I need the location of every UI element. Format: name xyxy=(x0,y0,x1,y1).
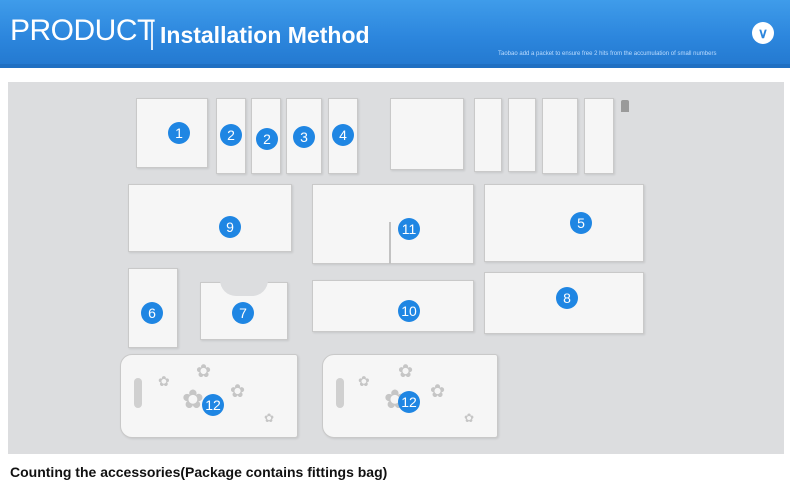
piece-blank-d xyxy=(584,98,614,174)
piece-12a-handle xyxy=(134,378,142,408)
piece-number-9: 9 xyxy=(219,216,241,238)
flower-icon: ✿ xyxy=(158,373,170,389)
piece-number-6: 6 xyxy=(141,302,163,324)
banner-divider xyxy=(151,20,153,50)
piece-blank-b xyxy=(508,98,536,172)
flower-icon: ✿ xyxy=(464,411,475,425)
piece-9 xyxy=(128,184,292,252)
piece-number-10: 10 xyxy=(398,300,420,322)
banner-subtitle: Installation Method xyxy=(160,22,370,48)
piece-number-1: 1 xyxy=(168,122,190,144)
flower-icon: ✿ xyxy=(182,384,204,414)
piece-number-12b: 12 xyxy=(398,391,420,413)
flower-icon: ✿ xyxy=(230,381,246,401)
screw-icon xyxy=(621,100,629,112)
piece-number-2b: 2 xyxy=(256,128,278,150)
flower-icon: ✿ xyxy=(264,411,275,425)
banner-note: Taobao add a packet to ensure free 2 hit… xyxy=(498,51,717,57)
piece-number-12a: 12 xyxy=(202,394,224,416)
piece-number-3: 3 xyxy=(293,126,315,148)
banner-stripe xyxy=(0,64,790,68)
banner-title: PRODUCT xyxy=(10,14,155,47)
piece-number-7: 7 xyxy=(232,302,254,324)
flower-icon: ✿ xyxy=(358,373,370,389)
piece-12b-handle xyxy=(336,378,344,408)
piece-blank-square xyxy=(390,98,464,170)
piece-11 xyxy=(312,184,474,264)
piece-blank-c xyxy=(542,98,578,174)
piece-number-4: 4 xyxy=(332,124,354,146)
piece-blank-a xyxy=(474,98,502,172)
piece-5 xyxy=(484,184,644,262)
piece-number-11: 11 xyxy=(398,218,420,240)
parts-board: ✿ ✿ ✿ ✿ ✿ ✿ ✿ ✿ ✿ ✿ 1 2 2 3 4 9 11 5 6 7… xyxy=(8,82,784,454)
accessories-caption: Counting the accessories(Package contain… xyxy=(10,464,388,480)
piece-11-slot xyxy=(389,222,391,264)
piece-7-cutout xyxy=(220,280,268,296)
flower-icon: ✿ xyxy=(430,381,446,401)
piece-number-8: 8 xyxy=(556,287,578,309)
header-banner: PRODUCT Installation Method Taobao add a… xyxy=(0,0,790,68)
piece-number-2a: 2 xyxy=(220,124,242,146)
piece-10 xyxy=(312,280,474,332)
chevron-down-icon[interactable]: ∨ xyxy=(752,22,774,44)
flower-icon: ✿ xyxy=(196,361,212,381)
piece-number-5: 5 xyxy=(570,212,592,234)
flower-icon: ✿ xyxy=(398,361,414,381)
